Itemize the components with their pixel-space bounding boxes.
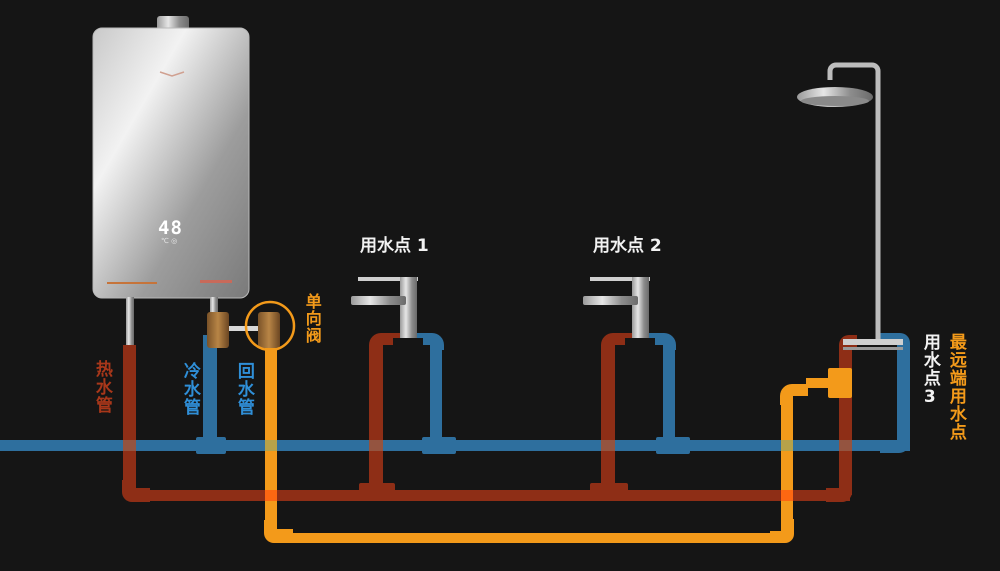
faucet-icon — [351, 277, 423, 345]
check-valve-label: 单向阀 — [302, 293, 322, 344]
cold-water-pipe — [0, 333, 910, 454]
hot-pipe-label: 热水管 — [91, 360, 112, 414]
check-valve-icon — [207, 300, 296, 352]
return-water-pipe — [264, 318, 852, 543]
return-pipe-label: 回水管 — [233, 362, 254, 416]
hot-water-pipe — [122, 333, 857, 502]
faucet-icon — [583, 277, 655, 345]
heater-display-units: ℃ ◎ — [161, 237, 178, 245]
water-point-1-label: 用水点 1 — [360, 236, 429, 256]
heater-temperature-display: 48 — [158, 217, 183, 239]
water-point-3-label: 用水点3 — [919, 333, 940, 408]
water-heater-icon — [92, 16, 250, 347]
cold-pipe-label: 冷水管 — [179, 362, 200, 416]
farthest-point-label: 最远端用水点 — [945, 333, 966, 441]
shower-head-icon — [797, 62, 903, 350]
water-point-2-label: 用水点 2 — [593, 236, 662, 256]
